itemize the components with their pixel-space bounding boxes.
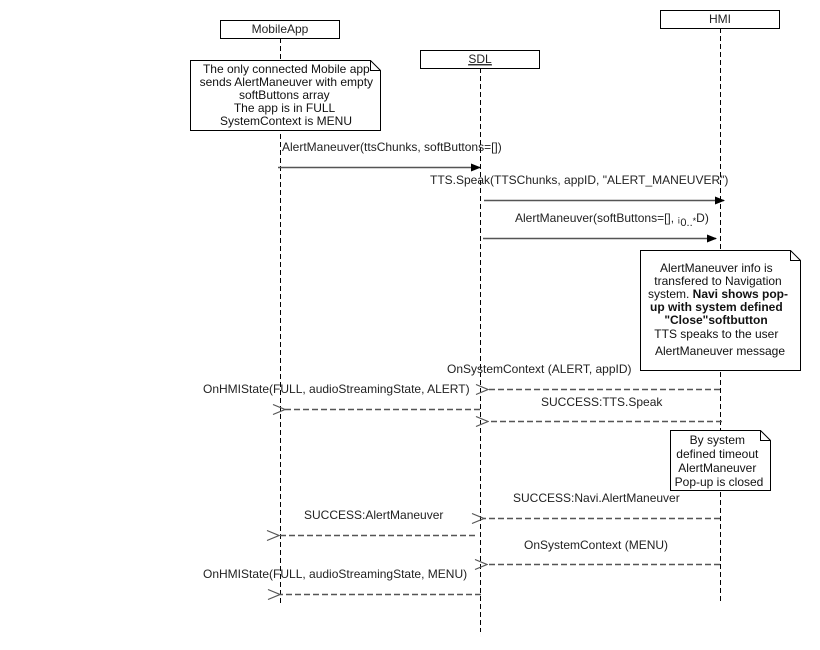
note-line: By system <box>690 433 745 447</box>
note-line: AlertManeuver message <box>655 344 785 358</box>
message-onhmistate-menu: OnHMIState(FULL, audioStreamingState, ME… <box>203 567 481 595</box>
note-line: defined timeout <box>676 447 759 461</box>
note-line: The app is in FULL <box>234 101 336 115</box>
svg-text:By system defined timeou: By system defined timeout AlertManeuver … <box>675 433 764 489</box>
message-label: SUCCESS:TTS.Speak <box>541 395 663 409</box>
message-label: OnHMIState(FULL, audioStreamingState, AL… <box>203 382 470 396</box>
participant-label: MobileApp <box>252 22 309 36</box>
message-onsystemcontext-alert: OnSystemContext (ALERT, appID) <box>447 362 720 390</box>
svg-text:AlertManeuver info is tr: AlertManeuver info is transfered to Navi… <box>654 261 781 288</box>
message-label: OnHMIState(FULL, audioStreamingState, ME… <box>203 567 467 581</box>
message-onhmistate-alert: OnHMIState(FULL, audioStreamingState, AL… <box>203 382 480 410</box>
note-line: system. Navi shows pop- <box>648 287 788 301</box>
message-navi-alertmaneuver: AlertManeuver(softButtons=[], ¡0..*D) <box>483 211 717 243</box>
message-onsystemcontext-menu: OnSystemContext (MENU) <box>487 538 720 565</box>
note-line: The only connected Mobile app <box>203 62 370 76</box>
svg-text:TTS speaks to the user A: TTS speaks to the user AlertManeuver mes… <box>654 327 785 358</box>
note-line: AlertManeuver info is <box>660 261 773 275</box>
message-label: SUCCESS:Navi.AlertManeuver <box>513 491 680 505</box>
note-line: "Close"softbutton <box>664 313 767 327</box>
note-line: transfered to Navigation <box>654 274 781 288</box>
message-label: SUCCESS:AlertManeuver <box>304 508 443 522</box>
note-hmi-navi-popup: AlertManeuver info is transfered to Navi… <box>640 250 801 371</box>
note-line: softButtons array <box>239 88 330 102</box>
message-label: OnSystemContext (MENU) <box>524 538 668 552</box>
participant-sdl: SDL <box>420 50 540 69</box>
note-line: Pop-up is closed <box>675 475 764 489</box>
note-hmi-timeout: By system defined timeout AlertManeuver … <box>670 430 771 491</box>
svg-text:up with system defined ": up with system defined "Close"softbutton <box>650 300 786 327</box>
message-success-alertmaneuver: SUCCESS:AlertManeuver <box>279 508 475 536</box>
note-line: TTS speaks to the user <box>654 327 778 341</box>
note-mobile-app-state: The only connected Mobile app sends Aler… <box>190 60 381 131</box>
message-alertmaneuver-request: AlertManeuver(ttsChunks, softButtons=[]) <box>278 140 502 172</box>
message-success-navi-alertmaneuver: SUCCESS:Navi.AlertManeuver <box>484 491 720 519</box>
participant-label: SDL <box>468 52 492 66</box>
message-label: OnSystemContext (ALERT, appID) <box>447 362 632 376</box>
note-line: SystemContext is MENU <box>220 114 352 128</box>
note-line: AlertManeuver <box>678 461 756 475</box>
participant-label: HMI <box>709 12 731 26</box>
participant-mobileapp: MobileApp <box>220 20 340 39</box>
message-label: TTS.Speak(TTSChunks, appID, "ALERT_MANEU… <box>430 173 728 187</box>
participant-hmi: HMI <box>660 10 780 29</box>
svg-text:The only connected Mobile app: The only connected Mobile app sends Aler… <box>200 62 377 128</box>
note-line: up with system defined <box>650 300 783 314</box>
message-success-tts-speak: SUCCESS:TTS.Speak <box>488 395 722 422</box>
message-tts-speak: TTS.Speak(TTSChunks, appID, "ALERT_MANEU… <box>430 173 728 205</box>
note-line: sends AlertManeuver with empty <box>200 75 373 89</box>
message-label: AlertManeuver(softButtons=[], ¡0..*D) <box>515 211 709 229</box>
message-label: AlertManeuver(ttsChunks, softButtons=[]) <box>282 140 502 154</box>
